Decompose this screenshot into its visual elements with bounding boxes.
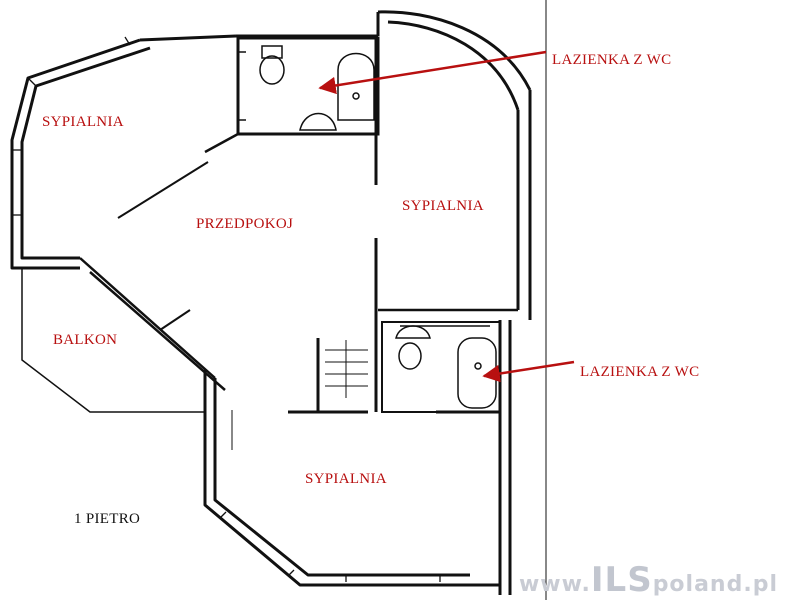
arrow-top-bathroom — [318, 50, 547, 95]
window-marks — [12, 36, 441, 582]
annotation-bathroom-bottom: LAZIENKA Z WC — [580, 364, 700, 380]
room-label-balcony: BALKON — [53, 332, 118, 348]
edge-lines — [231, 0, 547, 600]
watermark-prefix: www. — [518, 572, 591, 597]
balcony-outline — [21, 268, 205, 413]
room-label-bedroom-right: SYPIALNIA — [402, 198, 484, 214]
arrows — [318, 50, 575, 383]
watermark-brand: ILS — [590, 560, 653, 600]
watermark: www.ILSpoland.pl — [519, 560, 778, 600]
stairs — [325, 340, 368, 398]
interior-walls — [79, 36, 518, 414]
annotation-bathroom-top: LAZIENKA Z WC — [552, 52, 672, 68]
outer-walls — [10, 10, 532, 595]
room-label-bedroom-top-left: SYPIALNIA — [42, 114, 124, 130]
arrow-bottom-bathroom — [482, 360, 575, 383]
floor-level-label: 1 PIETRO — [74, 511, 141, 527]
room-label-hallway: PRZEDPOKOJ — [196, 216, 294, 232]
room-label-bedroom-bottom: SYPIALNIA — [305, 471, 387, 487]
watermark-suffix: poland.pl — [652, 572, 778, 597]
fixtures-bottom-bathroom — [395, 325, 497, 409]
fixtures-top-bathroom — [238, 45, 375, 131]
